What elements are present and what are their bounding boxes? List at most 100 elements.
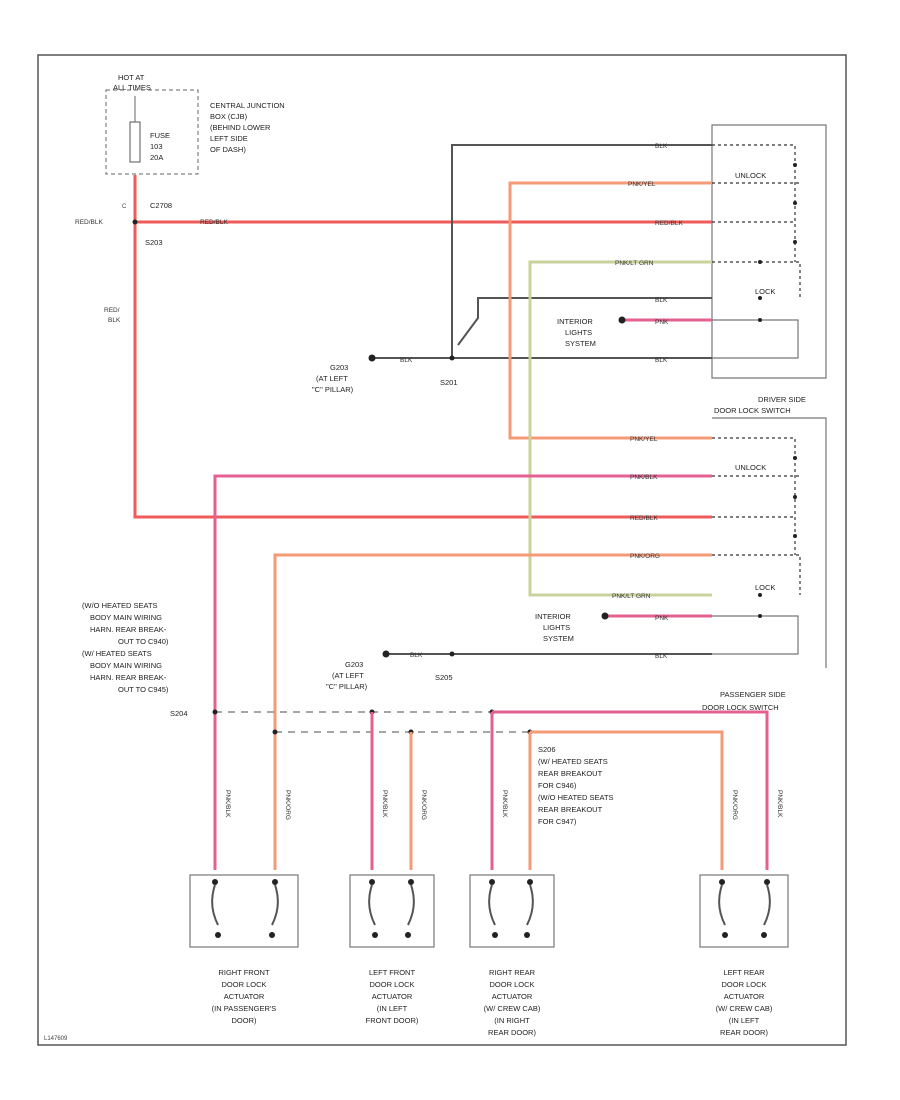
ground-g203-line1: G203 [330,363,348,372]
vlabel-pnk-blk-2: PNK/BLK [381,790,388,818]
lower-switch-interior-loop [712,615,799,655]
left-note-4: OUT TO C940) [118,637,169,646]
pnk-blk-wire-left-rear [492,710,769,870]
right-note-6: REAR BREAKOUT [538,805,603,814]
upper-sw-pt-2 [793,201,797,205]
splice-s201-dot [449,355,455,361]
wire-label-pnk-yel-1: PNK/YEL [628,181,656,188]
blk-wire-top [451,144,712,358]
ground-g203b-line2: (AT LEFT [332,671,364,680]
ground-g203-line3: "C" PILLAR) [312,385,354,394]
vlabel-pnk-org-3: PNK/ORG [731,790,738,820]
caption-right-front: RIGHT FRONT DOOR LOCK ACTUATOR (IN PASSE… [212,968,277,1025]
wire-label-red-blk-left: RED/BLK [75,219,103,226]
left-note-7: HARN. REAR BREAK- [90,673,167,682]
lower-switch-lock-label: LOCK [755,583,775,592]
left-note-3: HARN. REAR BREAK- [90,625,167,634]
vlabel-pnk-org-1: PNK/ORG [284,790,291,820]
cap-lr-6: REAR DOOR) [720,1028,768,1037]
cap-lf-4: (IN LEFT [377,1004,408,1013]
actuator-left-rear [699,874,789,948]
interior-lights-lower-2: LIGHTS [543,623,570,632]
wire-label-blk-ground-lower: BLK [410,652,423,659]
right-note-4: FOR C946) [538,781,577,790]
interior-lights-lower-1: INTERIOR [535,612,571,621]
splice-s205-dot [449,651,455,657]
fuse-label-3: 20A [150,153,163,162]
caption-left-front: LEFT FRONT DOOR LOCK ACTUATOR (IN LEFT F… [366,968,419,1025]
wire-label-blk-4: BLK [655,653,668,660]
driver-switch-title-2: DOOR LOCK SWITCH [714,406,791,415]
cap-lf-5: FRONT DOOR) [366,1016,419,1025]
wire-label-red-blk-sw2: RED/BLK [630,515,658,522]
fuse-label-2: 103 [150,142,163,151]
interior-lights-lower-3: SYSTEM [543,634,574,643]
fuse-desc-4: LEFT SIDE [210,134,248,143]
interior-lights-lower-dot [601,612,609,620]
wire-label-pnk-blk-1: PNK/BLK [630,474,658,481]
fuse-hot-label-1: HOT AT [118,73,145,82]
splice-s201-label: S201 [440,378,458,387]
actuator-right-rear [469,874,555,948]
vlabel-pnk-blk-1: PNK/BLK [224,790,231,818]
lower-sw-pt-2 [793,495,797,499]
vlabel-pnk-blk-3: PNK/BLK [501,790,508,818]
wire-label-pnk-org-1: PNK/ORG [630,553,660,560]
pnk-org-wire [273,553,712,870]
splice-s203-dot [132,219,138,225]
pnk-yel-wire [508,181,712,440]
fuse-desc-1: CENTRAL JUNCTION [210,101,285,110]
wire-label-blk-2: BLK [655,297,668,304]
wire-label-red-blk-top: RED/BLK [200,219,228,226]
wire-label-blk-ground: BLK [400,357,413,364]
pnk-lt-grn-wire [528,260,712,597]
cap-rf-3: ACTUATOR [224,992,265,1001]
lower-sw-pt-5 [758,614,762,618]
fuse-box-outline [105,89,199,175]
passenger-switch-title-2: DOOR LOCK SWITCH [702,703,779,712]
wire-label-pnk-1: PNK [655,319,669,326]
ground-g203b-line1: G203 [345,660,363,669]
upper-switch-unlock-label: UNLOCK [735,171,766,180]
passenger-switch-title-1: PASSENGER SIDE [720,690,786,699]
lower-sw-pt-1 [793,456,797,460]
driver-switch-title-1: DRIVER SIDE [758,395,806,404]
right-note-1: S206 [538,745,556,754]
wire-label-blk-1: BLK [655,143,668,150]
wire-label-pnk-yel-2: PNK/YEL [630,436,658,443]
cap-lr-3: ACTUATOR [724,992,765,1001]
fuse-element [129,121,141,163]
upper-sw-pt-4 [758,260,762,264]
cap-rf-1: RIGHT FRONT [218,968,270,977]
right-note-2: (W/ HEATED SEATS [538,757,608,766]
upper-switch-contact-unlock [712,144,796,262]
left-note-5: (W/ HEATED SEATS [82,649,152,658]
splice-s204-label: S204 [170,709,188,718]
cap-lr-4: (W/ CREW CAB) [716,1004,773,1013]
left-note-8: OUT TO C945) [118,685,169,694]
pnk-blk-wire-right-front [213,474,712,870]
fuse-desc-3: (BEHIND LOWER [210,123,271,132]
upper-sw-pt-5 [758,296,762,300]
bus-dot-4 [272,729,278,735]
left-note-2: BODY MAIN WIRING [90,613,162,622]
lower-switch-unlock-label: UNLOCK [735,463,766,472]
cap-lr-5: (IN LEFT [729,1016,760,1025]
fuse-hot-label-2: ALL TIMES [113,83,151,92]
upper-sw-pt-3 [793,240,797,244]
fuse-desc-5: OF DASH) [210,145,246,154]
cap-rf-5: DOOR) [232,1016,258,1025]
cap-rf-4: (IN PASSENGER'S [212,1004,277,1013]
red-blk-main-wire [133,175,712,519]
wire-label-red-vertical-1: RED/ [104,307,120,314]
cap-lf-1: LEFT FRONT [369,968,416,977]
upper-switch-lock-label: LOCK [755,287,775,296]
lower-sw-pt-3 [793,534,797,538]
cap-lr-2: DOOR LOCK [721,980,766,989]
bus-dot-1 [212,709,218,715]
upper-sw-pt-6 [758,318,762,322]
cap-rr-2: DOOR LOCK [489,980,534,989]
wire-label-red-blk-sw1: RED/BLK [655,220,683,227]
right-note-5: (W/O HEATED SEATS [538,793,614,802]
